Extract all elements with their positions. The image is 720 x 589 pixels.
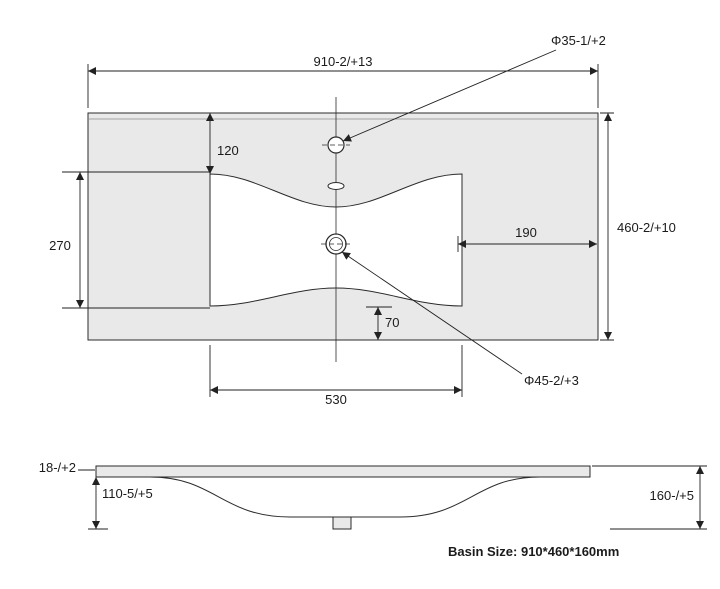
bowl-inner-depth-label: 110-5/+5 — [102, 486, 153, 501]
side-bowl-profile — [149, 476, 541, 518]
top-view — [87, 97, 599, 362]
faucet-offset-label: 120 — [217, 143, 239, 158]
side-drain-stub — [332, 516, 352, 530]
rim-thickness-label: 18-/+2 — [39, 460, 76, 475]
front-offset-label: 70 — [385, 315, 399, 330]
side-slab-outline — [95, 465, 591, 478]
faucet-hole-diameter-label: Φ35-1/+2 — [551, 33, 606, 48]
overall-height-extension-lines — [592, 465, 707, 530]
overall-height-label: 160-/+5 — [650, 488, 694, 503]
overall-depth-label: 460-2/+10 — [617, 220, 676, 235]
overall-width-label: 910-2/+13 — [314, 54, 373, 69]
side-view — [95, 465, 591, 530]
top-view-dimensions — [62, 49, 614, 397]
drain-hole-leader-line — [341, 251, 523, 375]
bowl-depth-label: 270 — [49, 238, 71, 253]
depth-extension-lines — [600, 112, 614, 341]
bowl-depth-extension-lines — [62, 171, 210, 309]
side-view-dimensions — [78, 465, 707, 530]
faucet-hole-leader-line — [342, 49, 557, 142]
drain-hole-diameter-label: Φ45-2/+3 — [524, 373, 579, 388]
faucet-hole — [327, 136, 345, 154]
drain-right-label: 190 — [515, 225, 537, 240]
bowl-width-label: 530 — [325, 392, 347, 407]
basin-size-caption: Basin Size: 910*460*160mm — [448, 544, 619, 559]
overflow-slot — [327, 182, 345, 190]
